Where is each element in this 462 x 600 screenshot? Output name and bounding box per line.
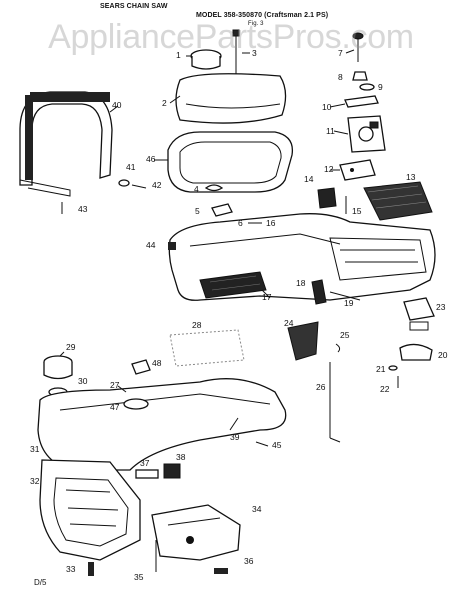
callout-8: 8 (338, 72, 343, 82)
callout-24: 24 (284, 318, 294, 328)
boot-24 (287, 321, 319, 361)
fuel-cap (43, 355, 73, 380)
bracket-5 (211, 203, 233, 217)
bolt-3 (232, 29, 240, 78)
callout-47: 47 (110, 402, 120, 412)
cover-20 (399, 343, 433, 361)
label-28 (169, 329, 245, 367)
callout-31: 31 (30, 444, 40, 454)
callout-1: 1 (176, 50, 181, 60)
bolt-37 (135, 469, 159, 479)
callout-18: 18 (296, 278, 306, 288)
washer-21 (388, 365, 398, 371)
callout-9: 9 (378, 82, 383, 92)
callout-15: 15 (352, 206, 362, 216)
leader-39 (229, 417, 239, 431)
callout-42: 42 (152, 180, 162, 190)
callout-48: 48 (152, 358, 162, 368)
washer-41 (118, 179, 130, 187)
callout-23: 23 (436, 302, 446, 312)
mounting-plate-12 (339, 159, 376, 181)
oil-cap (190, 49, 222, 70)
callout-30: 30 (78, 376, 88, 386)
callout-19: 19 (344, 298, 354, 308)
callout-2: 2 (162, 98, 167, 108)
callout-17: 17 (262, 292, 272, 302)
callout-39: 39 (230, 432, 240, 442)
tank-base (39, 459, 141, 561)
callout-28: 28 (192, 320, 202, 330)
callout-35: 35 (134, 572, 144, 582)
callout-27: 27 (110, 380, 120, 390)
callout-7: 7 (338, 48, 343, 58)
callout-38: 38 (176, 452, 186, 462)
screw-44 (168, 242, 176, 250)
callout-34: 34 (252, 504, 262, 514)
gasket (167, 131, 294, 193)
callout-32: 32 (30, 476, 40, 486)
callout-37: 37 (140, 458, 150, 468)
callout-36: 36 (244, 556, 254, 566)
figure-label: Fig. 3 (248, 21, 264, 27)
rod-19 (329, 291, 361, 301)
rod-26 (329, 362, 341, 443)
watermark: AppliancePartsPros.com (48, 18, 414, 56)
callout-45: 45 (272, 440, 282, 450)
carburetor (347, 115, 386, 153)
callout-20: 20 (438, 350, 448, 360)
fuel-tank-housing (37, 378, 287, 471)
screw-7 (352, 32, 364, 62)
callout-6: 6 (238, 218, 243, 228)
leader-lines (59, 49, 355, 393)
callout-26: 26 (316, 382, 326, 392)
fitting-48 (131, 359, 151, 375)
model-label: MODEL 358-350870 (Craftsman 2.1 PS) (196, 12, 329, 19)
clip-4 (204, 184, 224, 192)
callout-4: 4 (194, 184, 199, 194)
callout-33: 33 (66, 564, 76, 574)
callout-12: 12 (324, 164, 334, 174)
air-filter (363, 181, 433, 221)
callout-40: 40 (112, 100, 122, 110)
nut-8 (352, 71, 368, 81)
screw-33 (88, 562, 94, 576)
callout-25: 25 (340, 330, 350, 340)
callout-29: 29 (66, 342, 76, 352)
callout-44: 44 (146, 240, 156, 250)
callout-43: 43 (78, 204, 88, 214)
diagram-title: SEARS CHAIN SAW (100, 3, 168, 10)
screw-42 (131, 184, 147, 189)
callout-14: 14 (304, 174, 314, 184)
callout-5: 5 (195, 206, 200, 216)
screw-36 (214, 568, 228, 574)
front-handle-bar (19, 91, 113, 197)
cylinder-cover (175, 73, 287, 124)
callout-46: 46 (146, 154, 156, 164)
callout-21: 21 (376, 364, 386, 374)
fitting-38 (163, 463, 181, 479)
callout-13: 13 (406, 172, 416, 182)
switch-23 (403, 297, 435, 331)
callout-22: 22 (380, 384, 390, 394)
callout-labels: 1 2 3 4 5 6 7 8 9 10 11 12 13 14 15 16 1… (30, 48, 448, 582)
callout-10: 10 (322, 102, 332, 112)
spring-25 (335, 343, 341, 353)
block-14 (317, 187, 337, 209)
screw-45 (255, 441, 269, 447)
spring-9 (359, 83, 375, 91)
page-code: D/5 (34, 578, 47, 587)
grip-17 (199, 271, 267, 299)
callout-41: 41 (126, 162, 136, 172)
callout-16: 16 (266, 218, 276, 228)
lever-10 (344, 95, 379, 108)
callout-11: 11 (326, 126, 335, 136)
bracket-34 (151, 504, 241, 561)
trigger-18 (311, 279, 327, 305)
callout-3: 3 (252, 48, 257, 58)
